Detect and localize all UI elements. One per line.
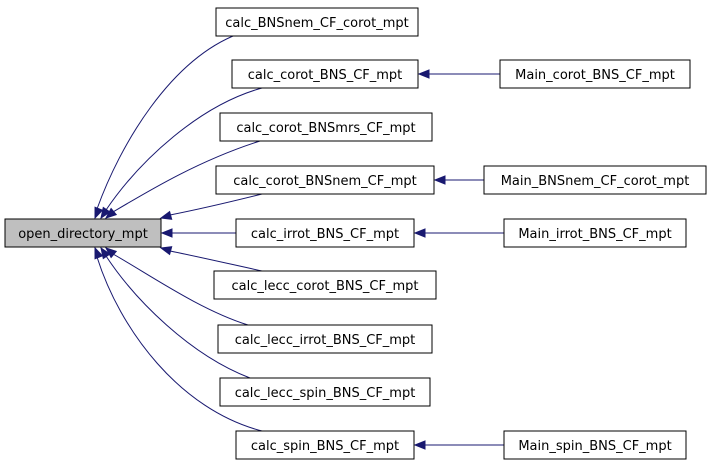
arrowhead-m3 — [413, 228, 426, 238]
arrowhead-m1 — [417, 69, 430, 79]
edge-c2-to-root — [105, 87, 263, 211]
arrowhead-c1 — [94, 206, 104, 220]
node-calc-bnsnem-cf-corot-mpt[interactable]: calc_BNSnem_CF_corot_mpt — [215, 7, 419, 37]
node-label: Main_BNSnem_CF_corot_mpt — [501, 174, 690, 189]
arrowhead-c9 — [94, 246, 104, 260]
edge-c7-to-root — [112, 253, 249, 326]
node-main-irrot-bns-cf-mpt[interactable]: Main_irrot_BNS_CF_mpt — [503, 218, 687, 248]
node-label: calc_BNSnem_CF_corot_mpt — [225, 16, 408, 31]
node-main-spin-bns-cf-mpt[interactable]: Main_spin_BNS_CF_mpt — [503, 430, 687, 460]
arrowhead-m2 — [433, 175, 446, 185]
edge-c3-to-root — [112, 140, 261, 213]
edge-c4-to-root — [169, 193, 263, 216]
arrowhead-c3 — [104, 207, 118, 219]
edges-layer — [94, 33, 504, 450]
arrowhead-c5 — [160, 228, 173, 238]
edge-c9-to-root — [96, 256, 263, 432]
node-calc-lecc-spin-bns-cf-mpt[interactable]: calc_lecc_spin_BNS_CF_mpt — [219, 377, 431, 407]
arrowhead-c6 — [159, 246, 173, 256]
arrowhead-c2 — [100, 206, 111, 220]
node-label: open_directory_mpt — [18, 227, 148, 242]
node-label: Main_spin_BNS_CF_mpt — [518, 439, 671, 454]
arrowhead-c4 — [159, 210, 173, 220]
node-label: calc_lecc_irrot_BNS_CF_mpt — [235, 333, 416, 348]
node-calc-lecc-corot-bns-cf-mpt[interactable]: calc_lecc_corot_BNS_CF_mpt — [213, 270, 437, 300]
arrowhead-m4 — [413, 440, 426, 450]
node-calc-irrot-bns-cf-mpt[interactable]: calc_irrot_BNS_CF_mpt — [235, 218, 415, 248]
node-label: calc_corot_BNSmrs_CF_mpt — [236, 121, 415, 136]
node-label: calc_spin_BNS_CF_mpt — [251, 439, 399, 454]
edge-c8-to-root — [105, 255, 251, 379]
edge-c6-to-root — [169, 250, 263, 272]
node-label: calc_irrot_BNS_CF_mpt — [251, 227, 399, 242]
node-label: calc_corot_BNSnem_CF_mpt — [233, 174, 416, 189]
nodes-layer: open_directory_mpt calc_BNSnem_CF_corot_… — [4, 7, 707, 460]
node-label: calc_lecc_corot_BNS_CF_mpt — [232, 279, 419, 294]
node-calc-corot-bns-cf-mpt[interactable]: calc_corot_BNS_CF_mpt — [231, 59, 419, 89]
node-label: calc_lecc_spin_BNS_CF_mpt — [235, 386, 416, 401]
edge-c1-to-root — [96, 33, 239, 210]
node-label: Main_irrot_BNS_CF_mpt — [518, 227, 671, 242]
node-label: calc_corot_BNS_CF_mpt — [248, 68, 403, 83]
node-main-corot-bns-cf-mpt[interactable]: Main_corot_BNS_CF_mpt — [499, 59, 691, 89]
node-calc-spin-bns-cf-mpt[interactable]: calc_spin_BNS_CF_mpt — [235, 430, 415, 460]
node-main-bnsnem-cf-corot-mpt[interactable]: Main_BNSnem_CF_corot_mpt — [483, 165, 707, 195]
node-label: Main_corot_BNS_CF_mpt — [515, 68, 675, 83]
node-calc-corot-bnsmrs-cf-mpt[interactable]: calc_corot_BNSmrs_CF_mpt — [219, 112, 433, 142]
node-open-directory-mpt[interactable]: open_directory_mpt — [4, 218, 162, 248]
node-calc-corot-bnsnem-cf-mpt[interactable]: calc_corot_BNSnem_CF_mpt — [215, 165, 435, 195]
node-calc-lecc-irrot-bns-cf-mpt[interactable]: calc_lecc_irrot_BNS_CF_mpt — [217, 324, 433, 354]
